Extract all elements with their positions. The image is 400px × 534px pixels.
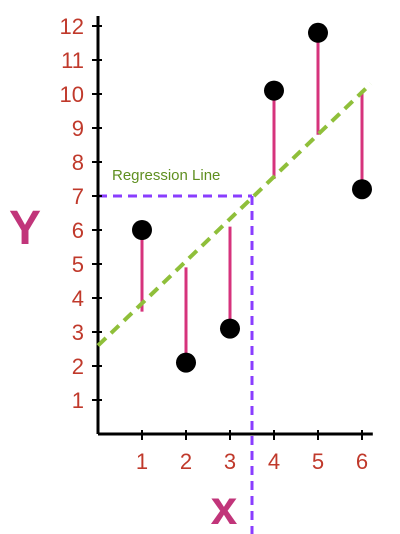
x-tick-label: 3 bbox=[224, 449, 236, 474]
data-point bbox=[352, 179, 372, 200]
mean-guides bbox=[98, 194, 254, 534]
x-tick-label: 1 bbox=[136, 449, 148, 474]
axes bbox=[96, 16, 373, 436]
y-axis-title: Y bbox=[9, 202, 41, 255]
x-tick-label: 5 bbox=[312, 449, 324, 474]
y-tick-label: 6 bbox=[72, 218, 84, 243]
x-tick-label: 2 bbox=[180, 449, 192, 474]
y-tick-label: 3 bbox=[72, 320, 84, 345]
data-point bbox=[220, 318, 240, 339]
data-point bbox=[264, 80, 284, 101]
x-axis-title: x bbox=[211, 482, 238, 534]
y-tick-label: 4 bbox=[72, 286, 84, 311]
y-tick-label: 9 bbox=[72, 116, 84, 141]
residual-lines bbox=[140, 32, 364, 363]
tick-marks bbox=[92, 25, 363, 440]
x-tick-label: 4 bbox=[268, 449, 280, 474]
data-point bbox=[308, 22, 328, 43]
y-tick-label: 7 bbox=[72, 184, 84, 209]
regression-line-label: Regression Line bbox=[112, 167, 220, 184]
y-tick-label: 2 bbox=[72, 354, 84, 379]
x-tick-label: 6 bbox=[356, 449, 368, 474]
y-tick-label: 8 bbox=[72, 150, 84, 175]
y-tick-label: 5 bbox=[72, 252, 84, 277]
y-tick-label: 12 bbox=[60, 14, 84, 39]
data-point bbox=[132, 220, 152, 240]
y-tick-label: 1 bbox=[72, 388, 84, 413]
data-point bbox=[176, 352, 196, 373]
regression-line-group bbox=[96, 82, 373, 348]
y-tick-label: 10 bbox=[60, 82, 84, 107]
regression-line bbox=[96, 82, 373, 348]
y-tick-label: 11 bbox=[61, 48, 84, 73]
data-points bbox=[132, 22, 372, 373]
